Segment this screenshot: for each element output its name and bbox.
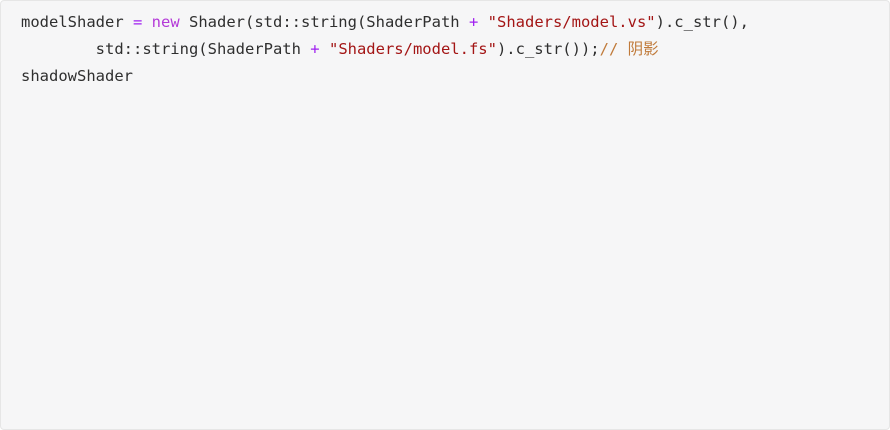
code-line: std::string(ShaderPath + "Shaders/model.… bbox=[21, 36, 877, 63]
code-token: new bbox=[151, 13, 180, 31]
code-token: std::string(ShaderPath bbox=[21, 40, 311, 58]
code-token: "Shaders/model.fs" bbox=[328, 40, 497, 58]
code-token: ).c_str(), bbox=[655, 13, 749, 31]
code-line: modelShader = new Shader(std::string(Sha… bbox=[21, 9, 877, 36]
code-token: // 阴影 bbox=[599, 40, 659, 58]
code-token: "Shaders/model.vs" bbox=[487, 13, 656, 31]
code-token bbox=[478, 13, 487, 31]
code-token bbox=[142, 13, 151, 31]
code-token: = bbox=[132, 13, 143, 31]
code-line: shadowShader bbox=[21, 63, 877, 90]
code-token: shadowShader bbox=[21, 67, 143, 85]
code-token: + bbox=[310, 40, 320, 58]
code-token: ).c_str()); bbox=[496, 40, 600, 58]
code-token: modelShader bbox=[21, 13, 133, 31]
code-token bbox=[320, 40, 329, 58]
code-token: Shader(std::string(ShaderPath bbox=[179, 13, 469, 31]
code-lines: modelShader = new Shader(std::string(Sha… bbox=[21, 9, 877, 90]
code-token: + bbox=[468, 13, 479, 31]
